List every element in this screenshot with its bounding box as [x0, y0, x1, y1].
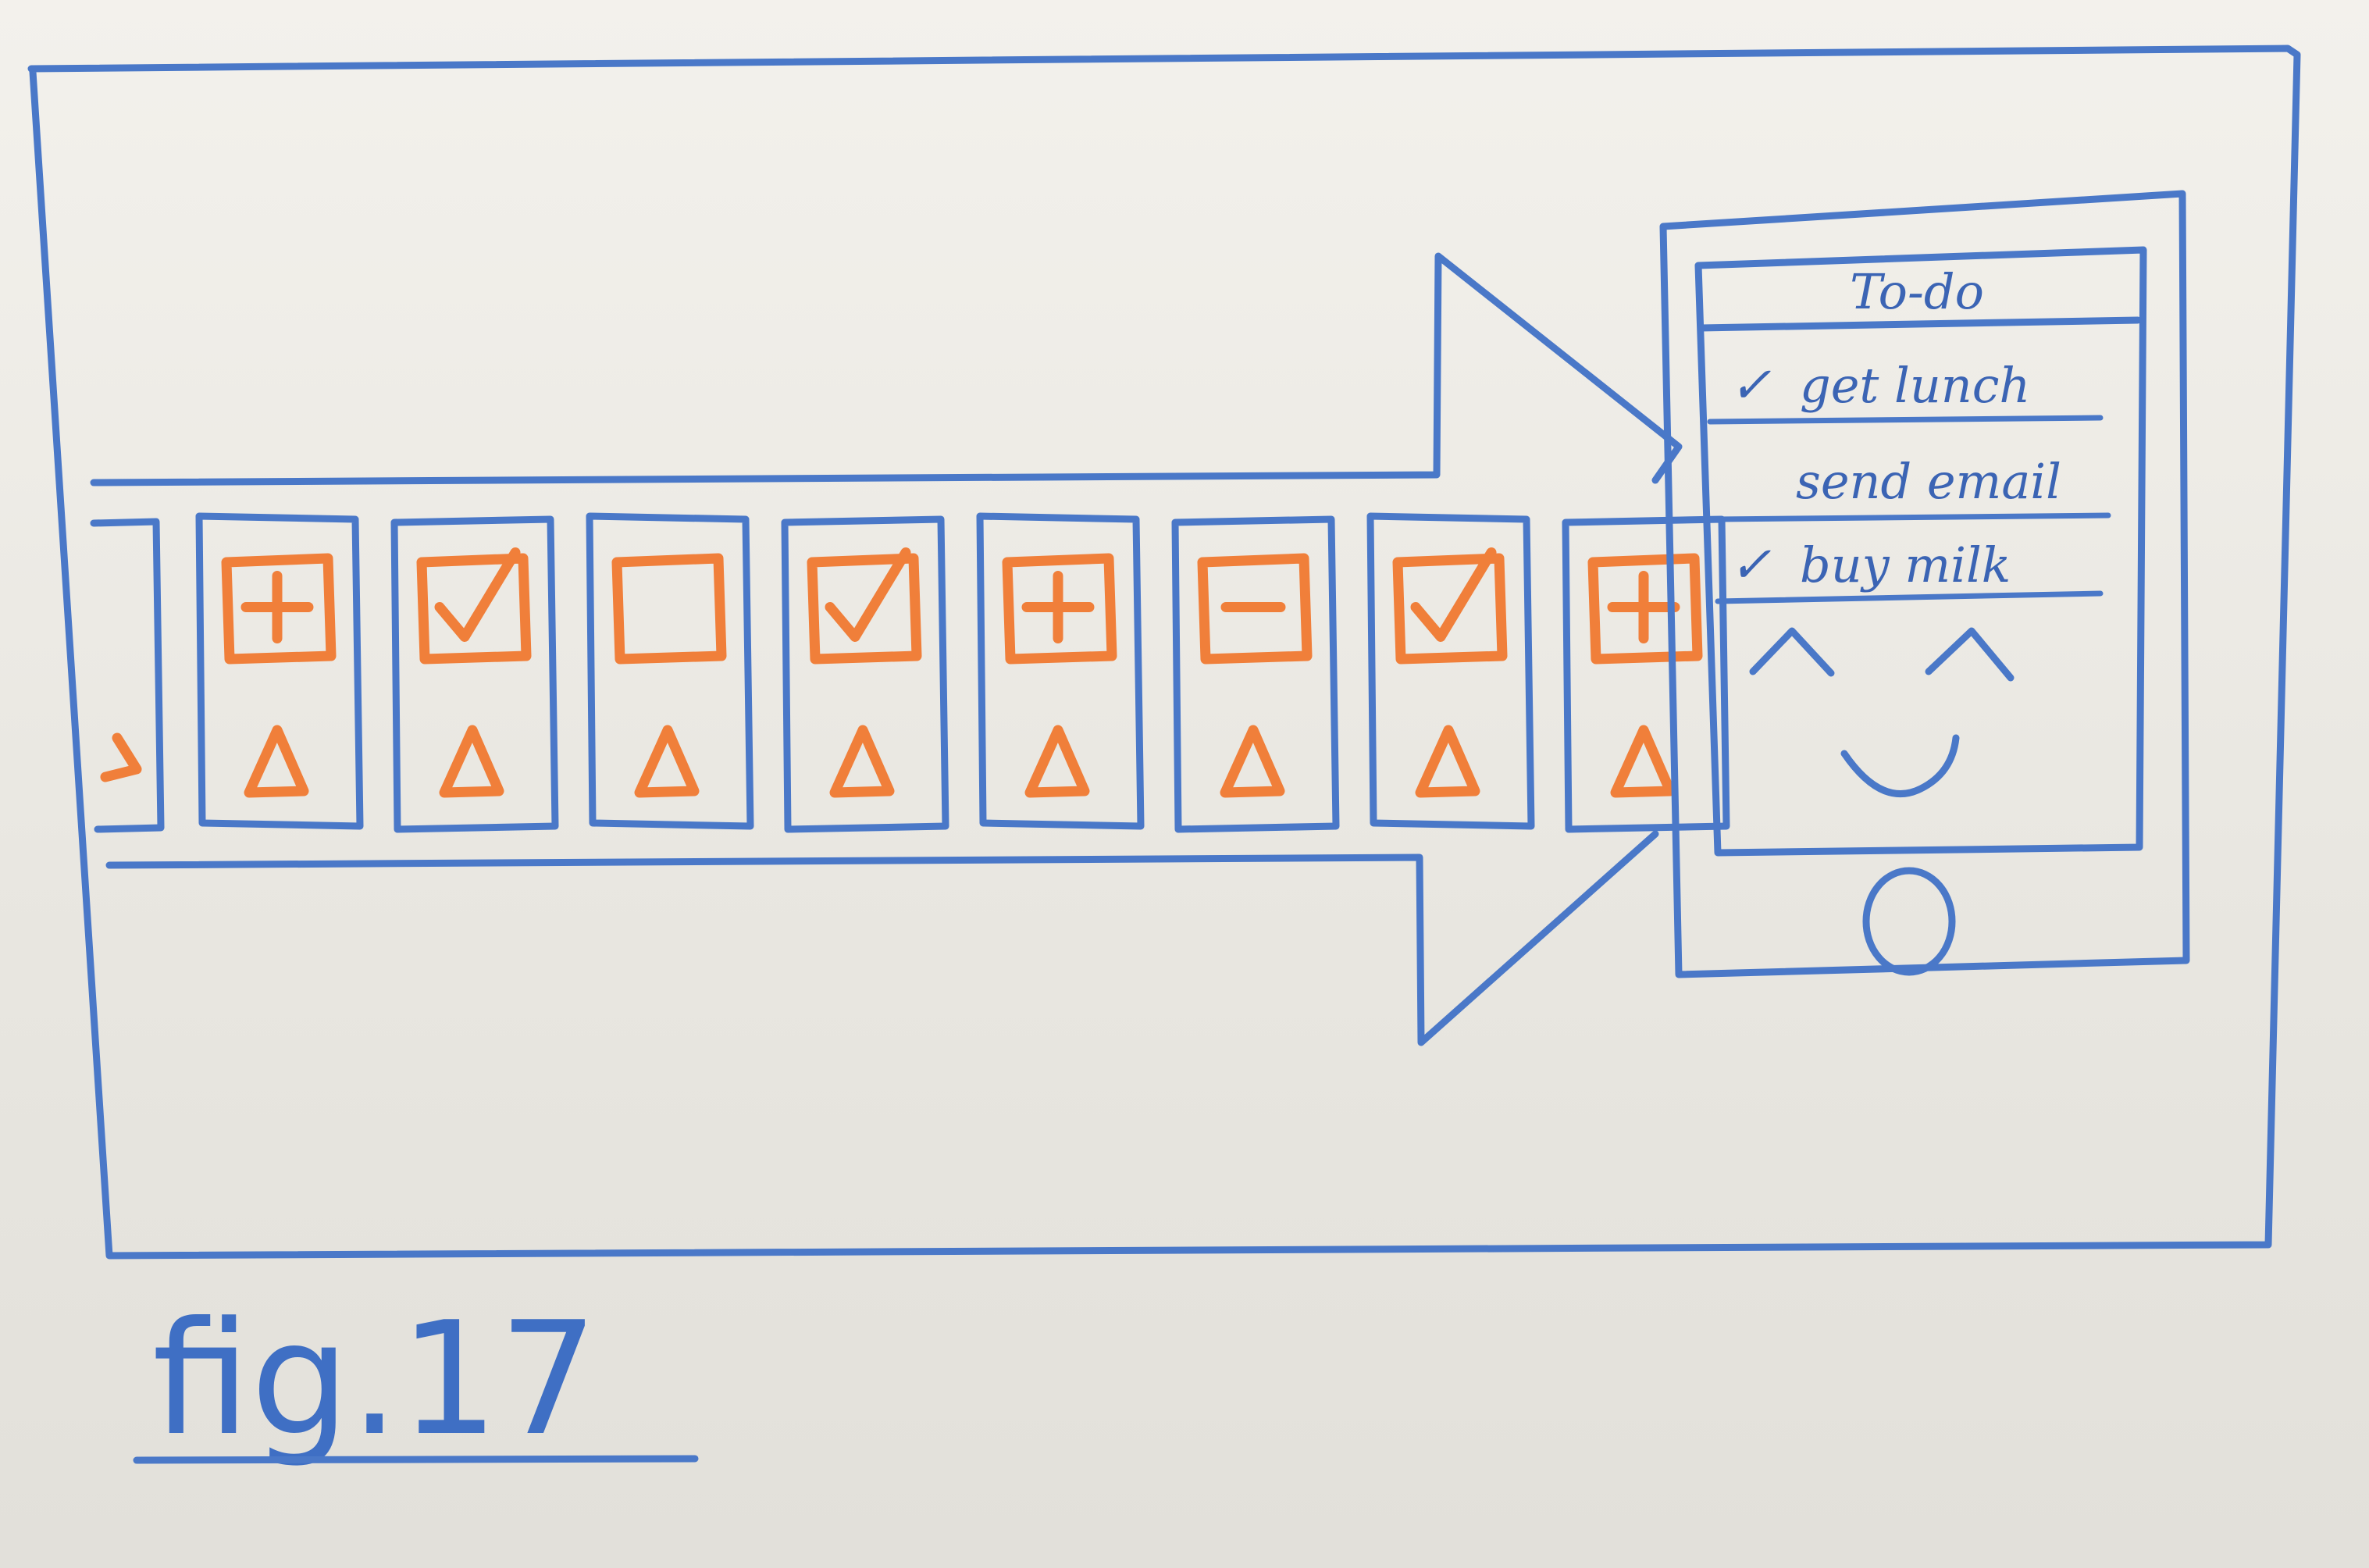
frame-box-icon — [221, 553, 337, 665]
filmstrip-frame — [195, 512, 364, 830]
plus-icon — [1021, 571, 1095, 643]
row-divider-3 — [1715, 590, 2104, 604]
row-divider-2 — [1715, 512, 2111, 522]
frame-box-icon — [1392, 553, 1508, 665]
filmstrip-frame — [1366, 512, 1535, 830]
frame-box-icon — [807, 553, 922, 665]
outer-frame — [27, 45, 2301, 1260]
todo-item-2: send email — [1796, 453, 2061, 510]
triangle-icon — [1415, 725, 1480, 798]
phone-screen — [1694, 246, 2147, 857]
phone: To-do ✓ get lunch send email ✓ buy milk — [1659, 190, 2190, 978]
triangle-icon — [244, 725, 309, 798]
todo-item-3: buy milk — [1800, 536, 2011, 593]
checkmark-icon — [434, 547, 521, 642]
frame-box-icon — [1587, 553, 1703, 665]
plus-icon — [240, 571, 314, 643]
triangle-icon — [634, 725, 700, 798]
frame-box-icon — [611, 553, 727, 665]
filmstrip-frame — [976, 512, 1145, 830]
todo-check-1: ✓ — [1730, 357, 1772, 415]
figure-caption: fig.17 — [133, 1288, 699, 1470]
caption-text: fig.17 — [152, 1288, 598, 1470]
checkmark-icon — [1410, 547, 1497, 642]
todo-check-3: ✓ — [1730, 536, 1772, 594]
triangle-icon — [1610, 725, 1676, 798]
checkmark-icon — [825, 547, 911, 642]
triangle-icon — [1220, 725, 1285, 798]
filmstrip-frame — [781, 515, 949, 833]
todo-title: To-do — [1850, 263, 1984, 320]
caption-underline — [133, 1455, 699, 1464]
plus-icon — [1607, 571, 1680, 643]
filmstrip — [90, 512, 1730, 833]
title-divider — [1697, 316, 2142, 332]
smiley-face-icon — [1749, 627, 2015, 798]
frame-box-icon — [416, 553, 532, 665]
triangle-icon — [829, 725, 895, 798]
phone-body — [1659, 190, 2190, 978]
filmstrip-frame — [390, 515, 559, 833]
filmstrip-frame — [586, 512, 754, 830]
triangle-icon — [1024, 725, 1090, 798]
filmstrip-partial-frame — [90, 518, 165, 833]
partial-triangle-icon — [100, 732, 142, 782]
triangle-icon — [439, 725, 504, 798]
filmstrip-frame — [1171, 515, 1340, 833]
row-divider-1 — [1707, 415, 2104, 425]
home-button-icon — [1862, 867, 1956, 976]
todo-item-1: get lunch — [1800, 357, 2030, 414]
frame-box-icon — [1002, 553, 1117, 665]
frame-box-icon — [1197, 553, 1313, 665]
